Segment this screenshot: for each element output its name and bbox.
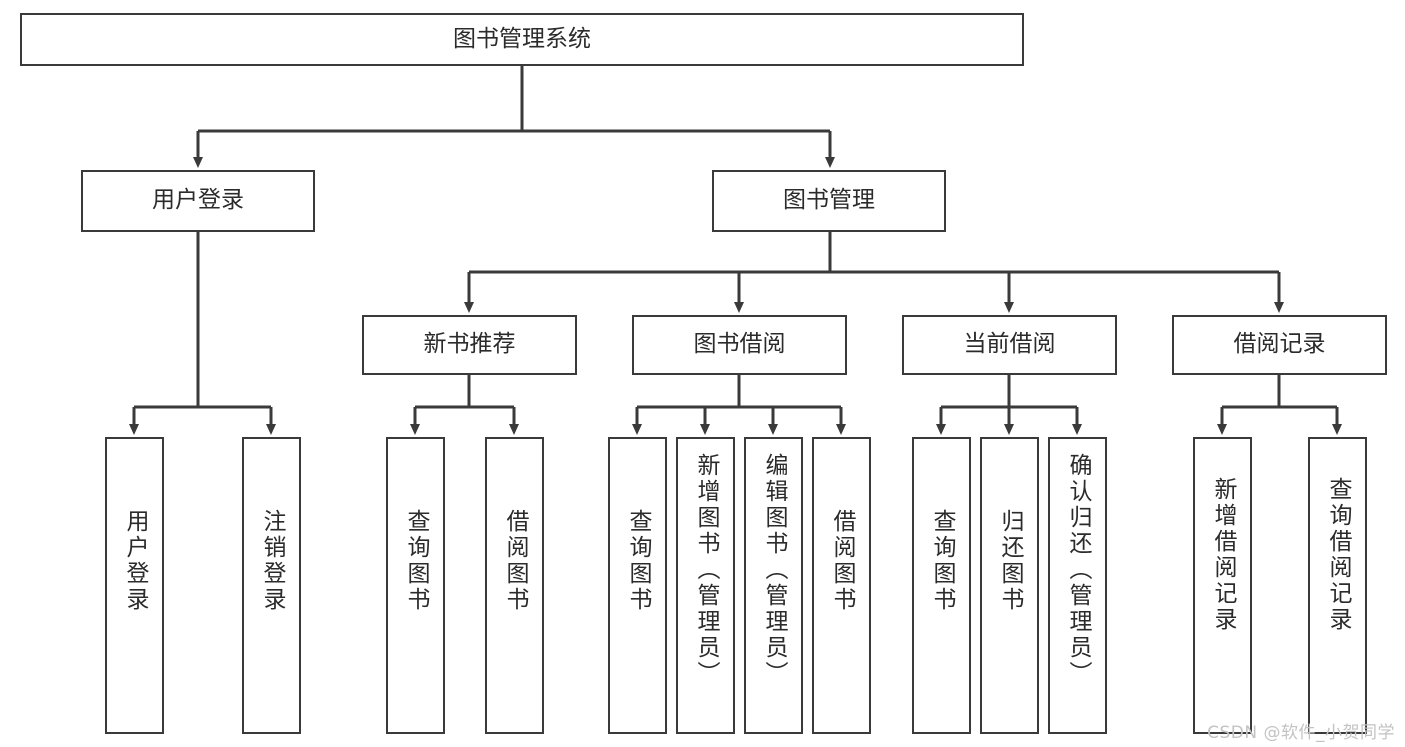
node-leaf-add-record[interactable]: 新增借阅记录 xyxy=(1193,437,1252,734)
node-label: 新书推荐 xyxy=(423,331,516,358)
node-leaf-query-record[interactable]: 查询借阅记录 xyxy=(1308,437,1367,734)
node-leaf-query-book-2[interactable]: 查询图书 xyxy=(608,437,667,734)
node-root-system[interactable]: 图书管理系统 xyxy=(20,13,1024,66)
node-label: 用户登录 xyxy=(152,187,244,214)
node-leaf-query-book-3[interactable]: 查询图书 xyxy=(912,437,971,734)
node-label: 查询图书 xyxy=(403,509,429,613)
node-leaf-return-book[interactable]: 归还图书 xyxy=(980,437,1039,734)
node-leaf-edit-book[interactable]: 编辑图书（管理员） xyxy=(744,437,803,734)
node-label: 归还图书 xyxy=(997,509,1023,613)
node-label: 借阅记录 xyxy=(1233,331,1326,358)
node-label: 注销登录 xyxy=(259,509,285,613)
node-label: 图书借阅 xyxy=(693,331,786,358)
node-label: 查询图书 xyxy=(929,509,955,613)
node-label: 新增借阅记录 xyxy=(1210,477,1236,633)
node-label: 图书管理系统 xyxy=(453,25,591,52)
node-user-login[interactable]: 用户登录 xyxy=(81,170,315,232)
node-label: 借阅图书 xyxy=(829,509,855,613)
node-leaf-user-logout[interactable]: 注销登录 xyxy=(242,437,301,734)
node-leaf-add-book[interactable]: 新增图书（管理员） xyxy=(676,437,735,734)
csdn-watermark: CSDN @软件_小贺同学 xyxy=(1207,723,1395,743)
node-label: 编辑图书（管理员） xyxy=(761,453,787,687)
node-label: 用户登录 xyxy=(122,509,148,613)
node-label: 新增图书（管理员） xyxy=(693,453,719,687)
node-borrow-record[interactable]: 借阅记录 xyxy=(1172,315,1387,375)
node-leaf-user-login[interactable]: 用户登录 xyxy=(105,437,164,734)
node-leaf-confirm-return[interactable]: 确认归还（管理员） xyxy=(1048,437,1107,734)
node-book-management[interactable]: 图书管理 xyxy=(712,170,946,232)
node-label: 借阅图书 xyxy=(502,509,528,613)
node-leaf-query-book-1[interactable]: 查询图书 xyxy=(386,437,445,734)
node-label: 当前借阅 xyxy=(963,331,1056,358)
node-label: 确认归还（管理员） xyxy=(1065,453,1091,687)
node-label: 查询图书 xyxy=(625,509,651,613)
node-new-book-recommend[interactable]: 新书推荐 xyxy=(362,315,577,375)
node-leaf-borrow-book-1[interactable]: 借阅图书 xyxy=(485,437,544,734)
node-book-borrow[interactable]: 图书借阅 xyxy=(632,315,847,375)
node-label: 查询借阅记录 xyxy=(1325,477,1351,633)
node-leaf-borrow-book-2[interactable]: 借阅图书 xyxy=(812,437,871,734)
node-label: 图书管理 xyxy=(783,187,875,214)
node-current-borrow[interactable]: 当前借阅 xyxy=(902,315,1117,375)
